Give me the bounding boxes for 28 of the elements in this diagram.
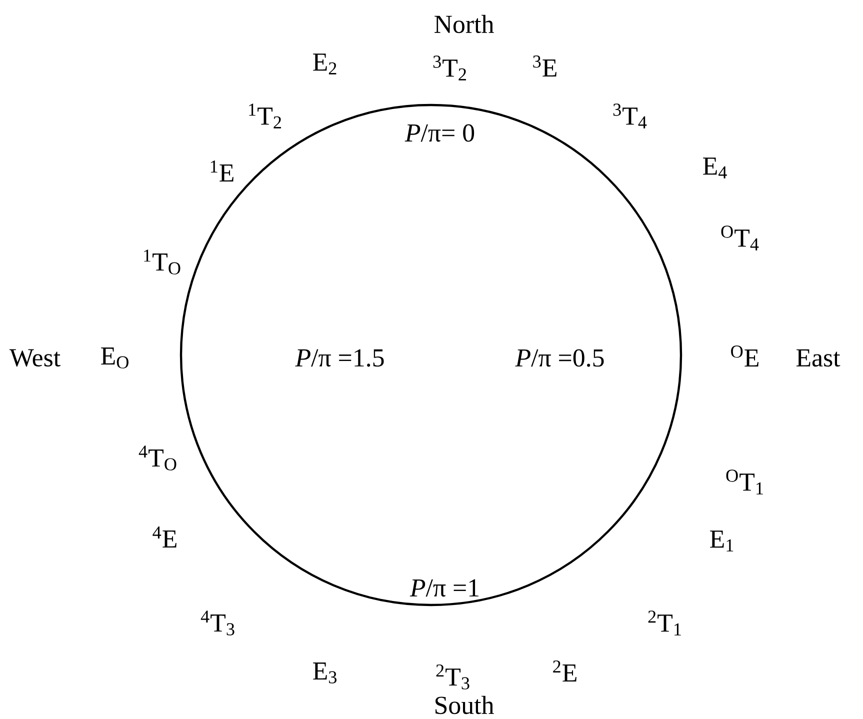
conformer-label: $^{4}$E [152,526,176,548]
conformer-label: E$_{4}$ [703,158,727,178]
phase-label: P/π =1.5 [295,349,384,367]
conformer-label: $^{1}$E [210,160,234,182]
phase-label: P/π =0.5 [515,349,604,367]
phase-label: P/π =1 [410,579,478,597]
conformer-label: $^{O}$T$_{4}$ [721,226,759,250]
conformer-label: $^{2}$T$_{1}$ [648,610,681,636]
compass-label: South [436,696,494,714]
conformer-label: E$_{3}$ [313,662,336,684]
conformer-label: $^{2}$E [553,660,576,682]
conformer-label: $^{O}$E [731,346,758,366]
conformer-label: $^{1}$T$_{O}$ [144,250,180,274]
conformer-label: $^{2}$T$_{3}$ [436,664,470,690]
conformer-label: E$_{2}$ [313,54,336,74]
conformer-label: E$_{1}$ [710,530,734,552]
phase-label: P/π= 0 [404,124,474,142]
compass-label: North [434,14,494,34]
conformer-label: $^{4}$T$_{3}$ [200,610,234,636]
conformer-label: $^{3}$T$_{4}$ [613,104,647,128]
conformer-label: $^{O}$T$_{1}$ [726,470,763,494]
conformer-label: $^{3}$T$_{2}$ [433,56,466,80]
compass-label: East [796,349,840,367]
compass-label: West [9,349,60,367]
conformer-label: $^{1}$T$_{2}$ [249,104,281,128]
conformer-label: E$_{O}$ [101,348,128,368]
conformer-label: $^{4}$T$_{O}$ [138,446,176,470]
conformer-label: $^{3}$E [533,56,556,76]
